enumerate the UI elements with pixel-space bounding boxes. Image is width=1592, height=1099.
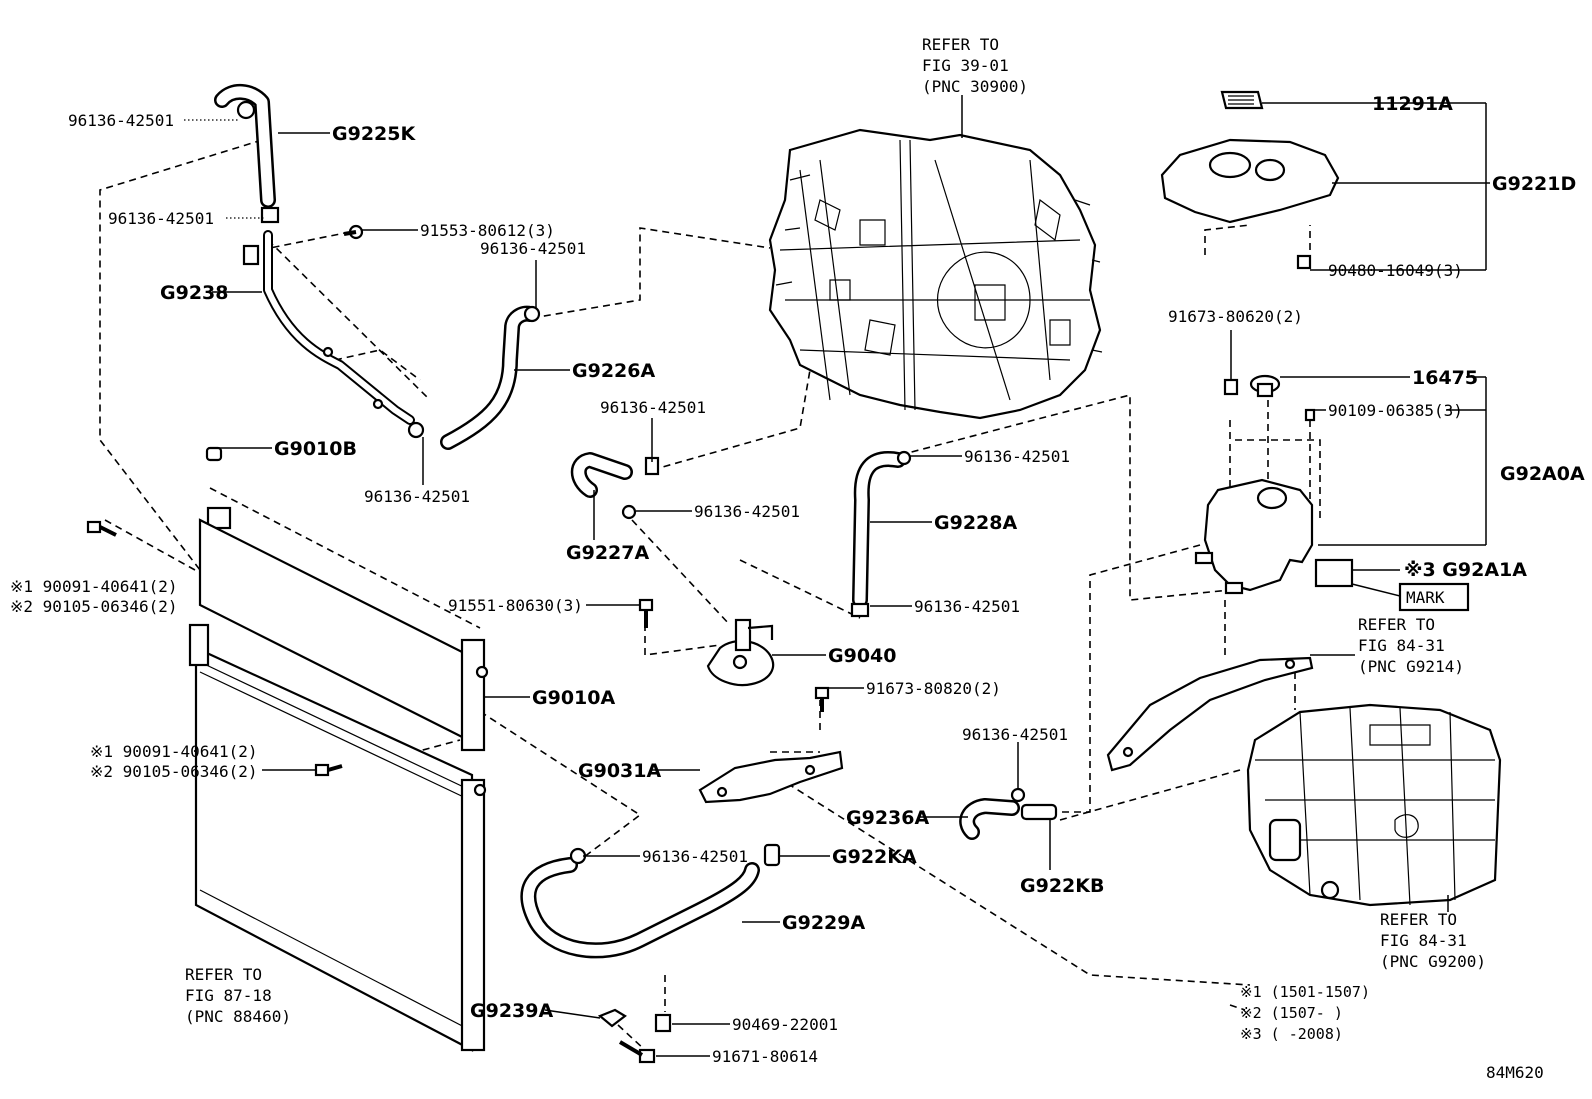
label-91673-80620: 91673-80620(2) — [1168, 307, 1303, 326]
label-g9227a: G9227A — [566, 542, 649, 564]
mark-box — [1398, 582, 1470, 612]
ref-radiator-line-2: FIG 87-18 — [185, 986, 272, 1005]
hose-g9236a — [959, 787, 1058, 840]
label-g9226a: G9226A — [572, 360, 655, 382]
ref-bracket-line-2: FIG 84-31 — [1358, 636, 1445, 655]
leader-lines — [184, 95, 1490, 1057]
label-96136-42501-d: 96136-42501 — [364, 487, 470, 506]
label-91553-80612: 91553-80612(3) — [420, 221, 555, 240]
bracket-g9031a — [698, 750, 844, 804]
radiator-illustration — [188, 446, 489, 1052]
label-96136-42501-j: 96136-42501 — [642, 847, 748, 866]
hose-g9225k — [214, 84, 280, 224]
label-91551-80630: 91551-80630(3) — [448, 596, 583, 615]
label-g9236a: G9236A — [846, 807, 929, 829]
footnote-3: ※3 ( -2008) — [1240, 1025, 1343, 1043]
footnote-1: ※1 (1501-1507) — [1240, 983, 1370, 1001]
bolt-91551-80630 — [638, 598, 654, 628]
ref-inverter-line-3: (PNC G9200) — [1380, 952, 1486, 971]
label-g92a0a: G92A0A — [1500, 463, 1585, 485]
label-91673-80820: 91673-80820(2) — [866, 679, 1001, 698]
label-m2-90105-a: ※2 90105-06346(2) — [10, 597, 178, 616]
reservoir-tank-g92a0a — [1194, 374, 1354, 595]
label-96136-42501-g: 96136-42501 — [964, 447, 1070, 466]
radiator-bolts — [86, 520, 343, 777]
water-pump-g9040 — [706, 618, 775, 687]
label-g9239a: G9239A — [470, 1000, 553, 1022]
label-g9228a: G9228A — [934, 512, 1017, 534]
label-90480-16049: 90480-16049(3) — [1328, 261, 1463, 280]
ref-inverter-line-1: REFER TO — [1380, 910, 1457, 929]
label-g9229a: G9229A — [782, 912, 865, 934]
hose-g9227a — [570, 452, 660, 520]
label-mark: MARK — [1406, 588, 1445, 607]
label-96136-42501-a: 96136-42501 — [68, 111, 174, 130]
label-96136-42501-h: 96136-42501 — [914, 597, 1020, 616]
reservoir-cover-g9221d — [1160, 90, 1340, 270]
label-96136-42501-b: 96136-42501 — [108, 209, 214, 228]
label-96136-42501-i: 96136-42501 — [962, 725, 1068, 744]
label-g9010b: G9010B — [274, 438, 357, 460]
label-91671-80614: 91671-80614 — [712, 1047, 818, 1066]
ref-bracket-line-1: REFER TO — [1358, 615, 1435, 634]
label-96136-42501-c: 96136-42501 — [480, 239, 586, 258]
label-96136-42501-e: 96136-42501 — [600, 398, 706, 417]
ref-transaxle-line-3: (PNC 30900) — [922, 77, 1028, 96]
ref-bracket-line-3: (PNC G9214) — [1358, 657, 1464, 676]
label-16475: 16475 — [1412, 367, 1478, 389]
label-g922ka: G922KA — [832, 846, 917, 868]
label-g9225k: G9225K — [332, 123, 416, 145]
figure-code: 84M620 — [1486, 1063, 1544, 1082]
hose-g9226a — [440, 305, 541, 450]
label-90469-22001: 90469-22001 — [732, 1015, 838, 1034]
transaxle-illustration — [768, 128, 1103, 420]
label-g9238: G9238 — [160, 282, 228, 304]
ref-transaxle-line-2: FIG 39-01 — [922, 56, 1009, 75]
label-g9010a: G9010A — [532, 687, 615, 709]
footnote-2: ※2 (1507- ) — [1240, 1004, 1343, 1022]
bracket-fig84-31 — [1106, 656, 1314, 772]
hose-g9228a — [850, 450, 912, 618]
ref-radiator-line-3: (PNC 88460) — [185, 1007, 291, 1026]
label-11291a: 11291A — [1372, 93, 1453, 115]
ref-inverter-line-2: FIG 84-31 — [1380, 931, 1467, 950]
label-g9040: G9040 — [828, 645, 896, 667]
label-g9031a: G9031A — [578, 760, 661, 782]
label-90109-06385: 90109-06385(3) — [1328, 401, 1463, 420]
label-g9221d: G9221D — [1492, 173, 1576, 195]
label-m1-90091-a: ※1 90091-40641(2) — [10, 577, 178, 596]
label-g92a1a: ※3 G92A1A — [1404, 559, 1527, 581]
pipe-g9238 — [242, 224, 425, 439]
ref-radiator-line-1: REFER TO — [185, 965, 262, 984]
bolt-91673-80820 — [814, 686, 830, 712]
clamp-g9239a — [597, 1008, 672, 1064]
label-g922kb: G922KB — [1020, 875, 1104, 897]
label-m2-90105-b: ※2 90105-06346(2) — [90, 762, 258, 781]
label-m1-90091-b: ※1 90091-40641(2) — [90, 742, 258, 761]
inverter-illustration — [1246, 703, 1502, 907]
ref-transaxle-line-1: REFER TO — [922, 35, 999, 54]
label-96136-42501-f: 96136-42501 — [694, 502, 800, 521]
